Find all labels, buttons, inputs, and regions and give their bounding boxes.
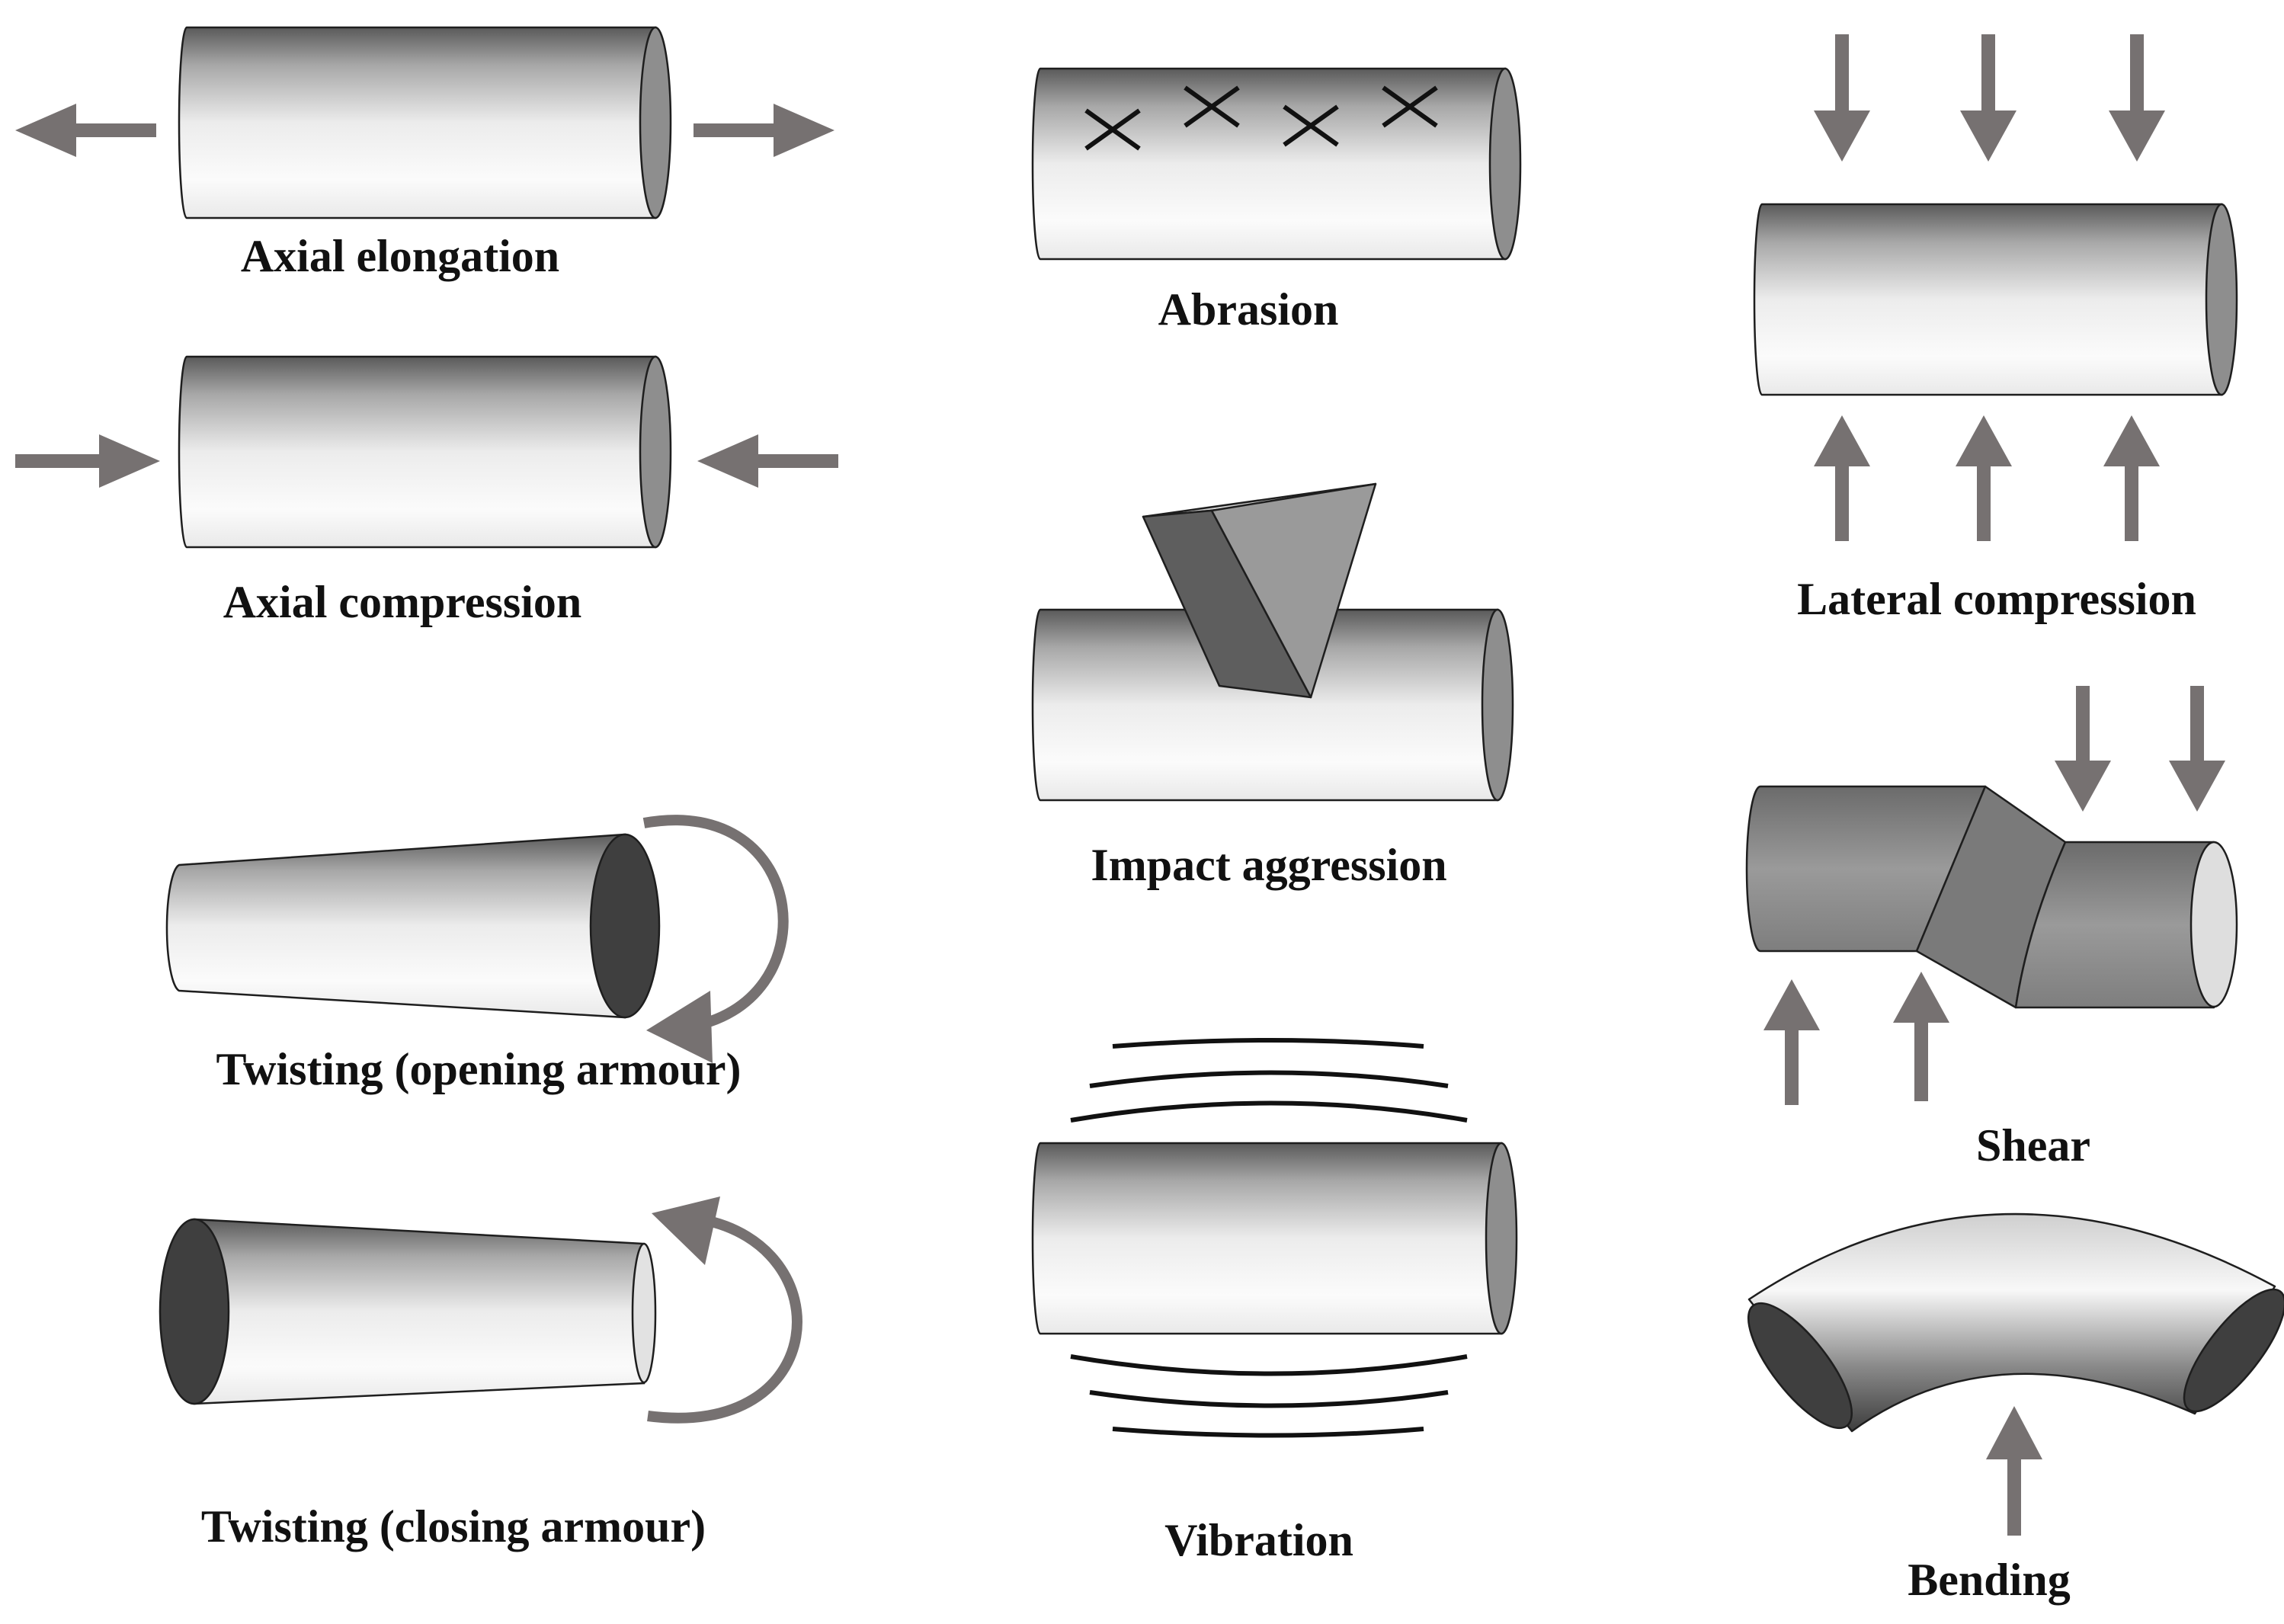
tapered-cylinder-body	[165, 833, 626, 1019]
cylinder-dark-end	[589, 833, 661, 1019]
arrow-icon	[2169, 686, 2225, 812]
arrow-icon	[1960, 34, 2017, 162]
x-mark-icon	[1283, 104, 1339, 147]
vibration-lines-top	[1070, 1038, 1468, 1123]
axial-elongation-panel: Axial elongation	[15, 26, 834, 281]
curved-arrow-icon	[642, 815, 789, 1063]
lateral-compression-label: Lateral compression	[1797, 574, 2196, 624]
bending-label: Bending	[1908, 1555, 2070, 1605]
wedge-icon	[1142, 482, 1377, 699]
cylinder-body	[1031, 1142, 1503, 1335]
vibration-lines-bottom	[1070, 1354, 1468, 1438]
arrow-icon	[2055, 686, 2111, 812]
arrow-icon	[697, 434, 838, 488]
arrow-icon	[1893, 972, 1949, 1101]
twisting-opening-label: Twisting (opening armour)	[216, 1044, 742, 1094]
impact-aggression-panel: Impact aggression	[1031, 482, 1514, 890]
twisting-closing-label: Twisting (closing armour)	[201, 1501, 706, 1552]
shear-label: Shear	[1976, 1120, 2090, 1171]
cylinder-body	[1031, 67, 1507, 261]
cylinder-end-cap	[1485, 1142, 1518, 1335]
cylinder-end-cap	[631, 1242, 657, 1384]
vibration-label: Vibration	[1164, 1515, 1353, 1565]
vibration-panel: Vibration	[1031, 1038, 1518, 1565]
impact-aggression-label: Impact aggression	[1091, 840, 1446, 890]
abrasion-label: Abrasion	[1158, 284, 1339, 335]
tapered-cylinder-body	[193, 1218, 645, 1405]
cylinder-body	[1753, 203, 2223, 396]
cylinder-body	[178, 355, 657, 549]
arrow-icon	[1956, 415, 2012, 541]
arrow-icon	[1814, 415, 1870, 541]
arrow-icon	[1763, 979, 1820, 1105]
cylinder-end-cap	[639, 26, 672, 219]
arrow-icon	[2109, 34, 2165, 162]
cylinder-body	[178, 26, 657, 219]
axial-elongation-label: Axial elongation	[241, 231, 559, 281]
axial-compression-label: Axial compression	[223, 577, 582, 627]
arrow-icon	[1986, 1406, 2042, 1536]
arrow-icon	[694, 104, 834, 157]
arrow-icon	[2103, 415, 2160, 541]
cylinder-dark-end	[159, 1218, 230, 1405]
abrasion-panel: Abrasion	[1031, 67, 1522, 335]
cylinder-end-cap	[1488, 67, 1522, 261]
axial-compression-panel: Axial compression	[15, 355, 838, 627]
twisting-closing-panel: Twisting (closing armour)	[159, 1196, 802, 1552]
arrow-icon	[1814, 34, 1870, 162]
bent-pipe	[1747, 1212, 2284, 1433]
cylinder-end-cap	[1481, 608, 1514, 802]
shear-panel: Shear	[1745, 686, 2238, 1171]
twisting-opening-panel: Twisting (opening armour)	[165, 815, 789, 1094]
curved-arrow-icon	[647, 1196, 802, 1424]
arrow-icon	[15, 434, 160, 488]
sheared-cylinder	[1745, 785, 2238, 1009]
arrow-icon	[15, 104, 156, 157]
cylinder-end-cap	[639, 355, 672, 549]
x-mark-icon	[1382, 85, 1438, 128]
x-mark-icon	[1084, 108, 1141, 151]
cylinder-end-cap	[2205, 203, 2238, 396]
x-mark-icon	[1184, 85, 1240, 128]
lateral-compression-panel: Lateral compression	[1753, 34, 2238, 624]
bending-panel: Bending	[1747, 1212, 2284, 1605]
cylinder-body	[1031, 608, 1499, 802]
